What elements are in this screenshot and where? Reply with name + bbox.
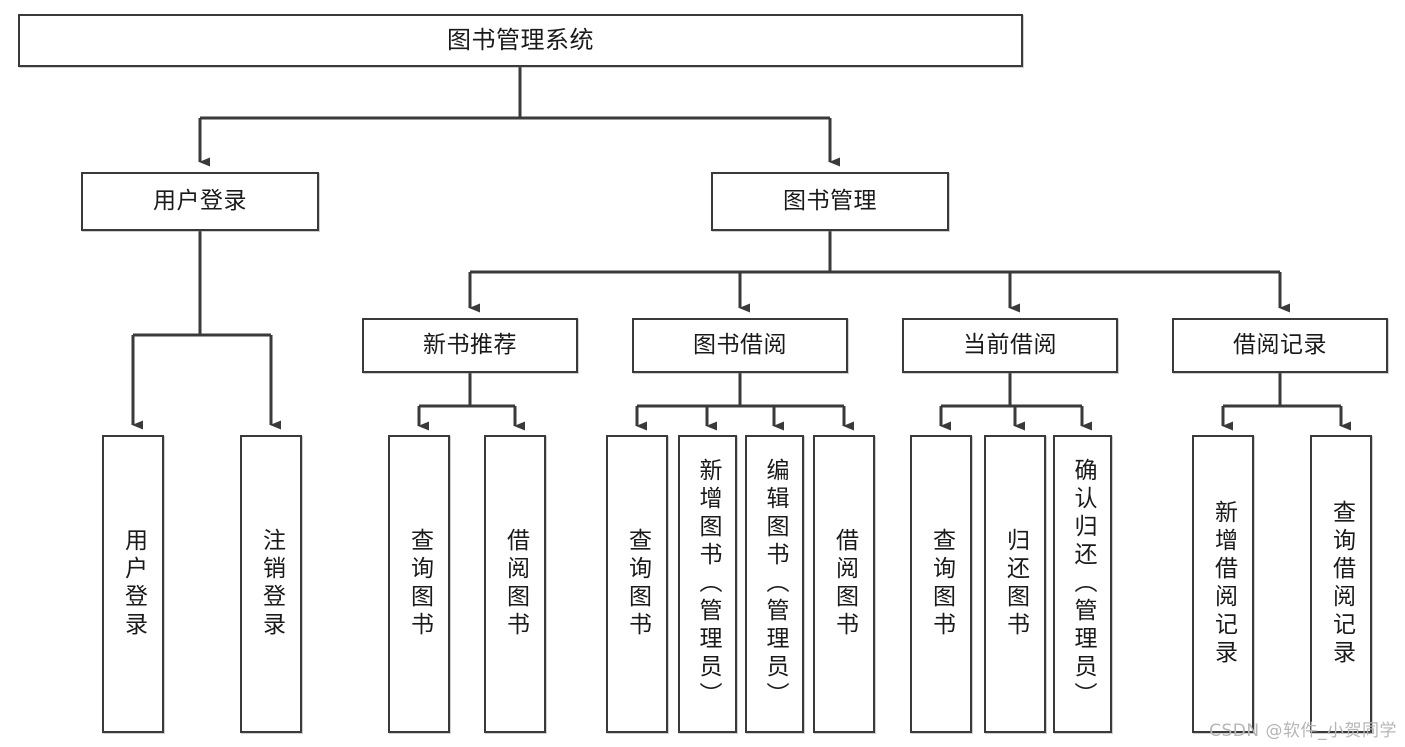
node-leaf-logout[interactable]: 注销登录 xyxy=(240,435,302,733)
node-borrow-record[interactable]: 借阅记录 xyxy=(1172,318,1388,373)
node-leaf-query-book-3-label: 查询图书 xyxy=(928,528,955,640)
edge-group-current-borrow xyxy=(939,373,1092,431)
node-user-login-label: 用户登录 xyxy=(153,187,247,214)
node-leaf-query-book-1-label: 查询图书 xyxy=(406,528,433,640)
node-leaf-confirm-return-label: 确认归还（管理员） xyxy=(1070,458,1096,710)
node-leaf-query-record[interactable]: 查询借阅记录 xyxy=(1310,435,1372,733)
node-book-borrow[interactable]: 图书借阅 xyxy=(632,318,848,373)
node-root[interactable]: 图书管理系统 xyxy=(18,14,1023,67)
node-leaf-borrow-book-2[interactable]: 借阅图书 xyxy=(813,435,875,733)
node-root-label: 图书管理系统 xyxy=(447,26,594,55)
node-leaf-borrow-book-1-label: 借阅图书 xyxy=(502,528,529,640)
node-book-manage[interactable]: 图书管理 xyxy=(711,172,949,231)
node-leaf-query-book-3[interactable]: 查询图书 xyxy=(910,435,972,733)
edge-group-book-borrow xyxy=(635,373,854,431)
node-leaf-confirm-return[interactable]: 确认归还（管理员） xyxy=(1053,435,1112,733)
node-leaf-user-login-label: 用户登录 xyxy=(120,528,147,640)
node-leaf-add-book[interactable]: 新增图书（管理员） xyxy=(678,435,737,733)
node-current-borrow-label: 当前借阅 xyxy=(963,331,1057,358)
node-book-borrow-label: 图书借阅 xyxy=(693,331,787,358)
node-current-borrow[interactable]: 当前借阅 xyxy=(902,318,1118,373)
edge-group-new-book-recommend xyxy=(417,373,525,431)
node-leaf-edit-book-label: 编辑图书（管理员） xyxy=(762,458,788,710)
node-leaf-query-book-2[interactable]: 查询图书 xyxy=(606,435,668,733)
node-leaf-user-login[interactable]: 用户登录 xyxy=(102,435,164,733)
node-leaf-add-book-label: 新增图书（管理员） xyxy=(695,458,721,710)
edge-group-book-manage xyxy=(468,231,1290,313)
node-leaf-query-book-2-label: 查询图书 xyxy=(624,528,651,640)
node-borrow-record-label: 借阅记录 xyxy=(1233,331,1327,358)
node-new-book-recommend[interactable]: 新书推荐 xyxy=(362,318,578,373)
node-book-manage-label: 图书管理 xyxy=(783,187,877,214)
node-leaf-add-record-label: 新增借阅记录 xyxy=(1210,500,1237,668)
node-leaf-return-book-label: 归还图书 xyxy=(1002,528,1029,640)
node-leaf-borrow-book-2-label: 借阅图书 xyxy=(831,528,858,640)
node-new-book-recommend-label: 新书推荐 xyxy=(423,331,517,358)
node-leaf-return-book[interactable]: 归还图书 xyxy=(984,435,1046,733)
node-user-login[interactable]: 用户登录 xyxy=(81,172,319,231)
node-leaf-edit-book[interactable]: 编辑图书（管理员） xyxy=(745,435,804,733)
edge-group-borrow-record xyxy=(1221,373,1351,431)
node-leaf-query-book-1[interactable]: 查询图书 xyxy=(388,435,450,733)
node-leaf-query-record-label: 查询借阅记录 xyxy=(1328,500,1355,668)
node-leaf-add-record[interactable]: 新增借阅记录 xyxy=(1192,435,1254,733)
node-leaf-borrow-book-1[interactable]: 借阅图书 xyxy=(484,435,546,733)
edge-group-root xyxy=(198,67,840,167)
node-leaf-logout-label: 注销登录 xyxy=(258,528,285,640)
edge-group-user-login xyxy=(131,231,281,430)
